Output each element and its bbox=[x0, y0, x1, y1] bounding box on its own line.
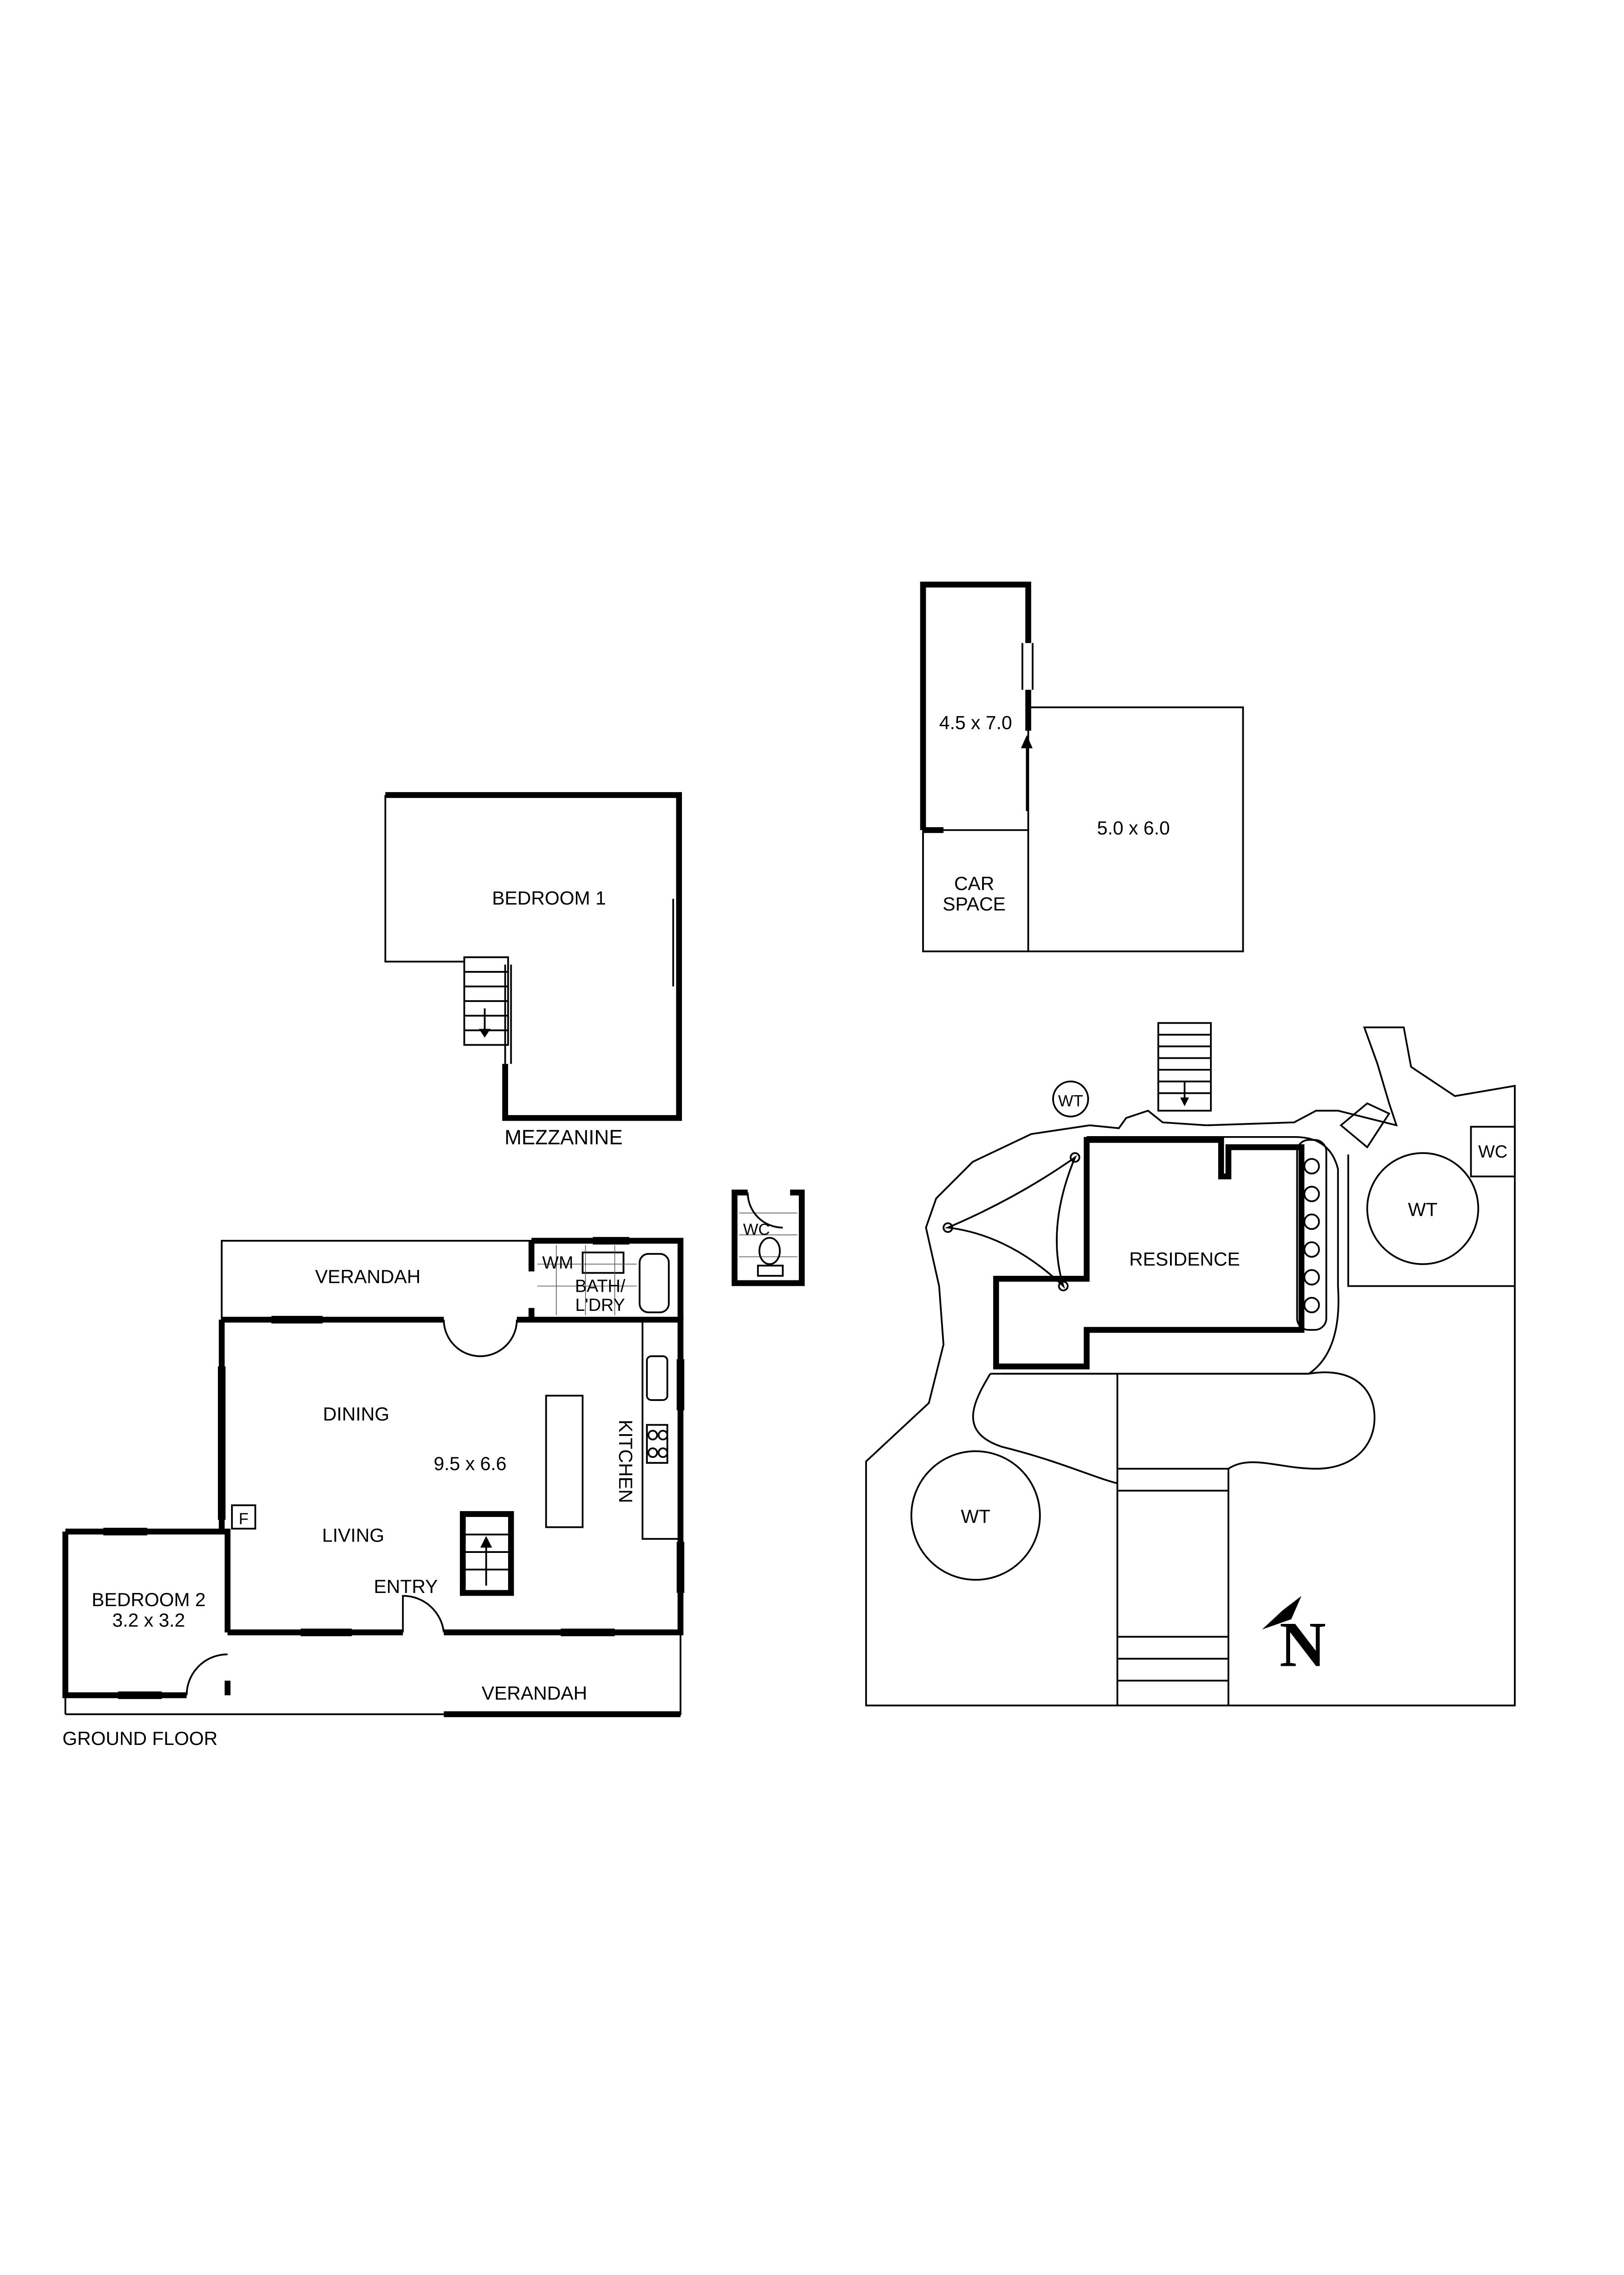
bedroom2-dims: 3.2 x 3.2 bbox=[112, 1609, 185, 1631]
bedroom1-label: BEDROOM 1 bbox=[492, 887, 606, 909]
stairs-icon bbox=[1157, 1022, 1212, 1112]
garage-plan: 4.5 x 7.0 5.0 x 6.0 CAR SPACE bbox=[920, 581, 1244, 952]
bath-label-1: BATH/ bbox=[575, 1276, 625, 1296]
north-arrow-icon: N bbox=[1262, 1596, 1326, 1680]
verandah-top-label: VERANDAH bbox=[315, 1266, 421, 1287]
water-tank-left bbox=[910, 1450, 1041, 1581]
mezzanine-plan: BEDROOM 1 MEZZANINE bbox=[384, 792, 682, 1149]
bedroom2-label: BEDROOM 2 bbox=[92, 1589, 206, 1610]
ground-floor-plan: F VERANDAH WM BATH/ L'DRY DINING 9.5 x 6… bbox=[62, 1237, 685, 1749]
outhouse-wc-label: WC bbox=[743, 1221, 770, 1239]
shade-sail-icon bbox=[943, 1152, 1080, 1292]
water-tank-right bbox=[1366, 1152, 1479, 1265]
living-label: LIVING bbox=[322, 1525, 384, 1546]
room-5x6-label: 5.0 x 6.0 bbox=[1097, 817, 1170, 839]
site-wc-label: WC bbox=[1478, 1142, 1508, 1162]
stairs-icon bbox=[459, 1511, 514, 1596]
ground-floor-title: GROUND FLOOR bbox=[62, 1728, 217, 1749]
wt-left-label: WT bbox=[961, 1506, 990, 1527]
dining-label: DINING bbox=[323, 1403, 389, 1425]
north-letter: N bbox=[1280, 1609, 1326, 1680]
water-tank-small bbox=[1052, 1080, 1089, 1117]
wt-small-label: WT bbox=[1058, 1092, 1083, 1110]
site-wc bbox=[1470, 1126, 1516, 1178]
entry-label: ENTRY bbox=[374, 1576, 438, 1597]
verandah-bottom-label: VERANDAH bbox=[482, 1682, 587, 1704]
kitchen-label: KITCHEN bbox=[615, 1420, 636, 1503]
room-4-5x7-label: 4.5 x 7.0 bbox=[939, 712, 1012, 733]
main-dims-label: 9.5 x 6.6 bbox=[434, 1453, 506, 1474]
stairs-icon bbox=[463, 956, 509, 1046]
wt-right-label: WT bbox=[1408, 1198, 1437, 1220]
fixture-icons bbox=[1303, 1158, 1320, 1314]
bath-label-2: L'DRY bbox=[575, 1295, 625, 1315]
fridge-label: F bbox=[239, 1510, 249, 1528]
residence-label: RESIDENCE bbox=[1129, 1249, 1240, 1270]
kitchen-island bbox=[545, 1395, 584, 1528]
site-plan: WT WT WT WC RESIDENCE bbox=[865, 1022, 1516, 1707]
mezzanine-title: MEZZANINE bbox=[504, 1126, 623, 1149]
car-space-label-1: CAR bbox=[954, 873, 994, 894]
car-space-label-2: SPACE bbox=[943, 893, 1005, 915]
wm-label: WM bbox=[542, 1253, 573, 1273]
outhouse-wc: WC bbox=[731, 1189, 805, 1286]
